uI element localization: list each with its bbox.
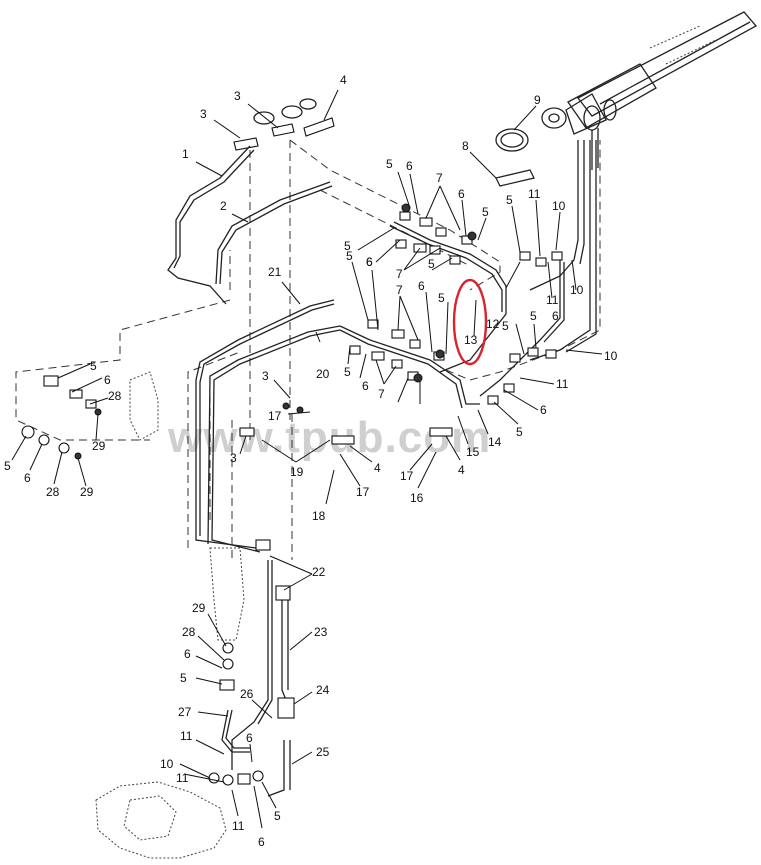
callout-label: 5 xyxy=(482,205,489,219)
callout-label: 6 xyxy=(366,255,373,269)
leader-lines xyxy=(11,89,603,829)
callout-label: 5 xyxy=(386,157,393,171)
callout-label: 13 xyxy=(464,333,478,347)
watermark: www.tpub.com xyxy=(167,413,491,462)
callout-label: 5 xyxy=(4,459,11,473)
hydraulic-tubes xyxy=(95,140,597,859)
callout-label: 4 xyxy=(458,463,465,477)
callout-label: 5 xyxy=(180,671,187,685)
callout-label: 5 xyxy=(506,193,513,207)
callout-label: 5 xyxy=(344,365,351,379)
callout-label: 8 xyxy=(462,139,469,153)
callout-label: 28 xyxy=(108,389,122,403)
callout-label: 10 xyxy=(570,283,584,297)
callout-label: 17 xyxy=(400,469,414,483)
callout-label: 11 xyxy=(180,729,193,743)
callout-label: 9 xyxy=(534,93,541,107)
callout-label: 5 xyxy=(438,291,445,305)
callout-label: 5 xyxy=(346,249,353,263)
callout-label: 21 xyxy=(268,265,282,279)
callout-label: 3 xyxy=(230,451,237,465)
callout-label: 11 xyxy=(232,819,245,833)
callout-label: 6 xyxy=(406,159,413,173)
callout-label: 27 xyxy=(178,705,192,719)
callout-label: 22 xyxy=(312,565,326,579)
callout-label: 15 xyxy=(466,445,480,459)
callout-label: 17 xyxy=(268,409,282,423)
clamp-9 xyxy=(495,128,529,152)
callout-label: 6 xyxy=(24,471,31,485)
callout-label: 18 xyxy=(312,509,326,523)
upper-bracket xyxy=(233,98,335,151)
callout-label: 7 xyxy=(396,283,403,297)
callout-label: 5 xyxy=(516,425,523,439)
callout-label: 25 xyxy=(316,745,330,759)
callout-labels: 1 2 3 3 4 5 6 7 6 5 8 9 5 11 10 5 7 6 5 … xyxy=(4,73,618,849)
callout-label: 10 xyxy=(604,349,618,363)
callout-label: 5 xyxy=(530,309,537,323)
callout-label: 28 xyxy=(46,485,60,499)
callout-label: 7 xyxy=(396,267,403,281)
bracket-8 xyxy=(495,169,535,187)
callout-label: 6 xyxy=(246,731,253,745)
callout-label: 26 xyxy=(240,687,254,701)
callout-label: 6 xyxy=(418,279,425,293)
callout-label: 17 xyxy=(356,485,370,499)
callout-label: 6 xyxy=(362,379,369,393)
callout-label: 3 xyxy=(262,369,269,383)
callout-label: 23 xyxy=(314,625,328,639)
callout-label: 2 xyxy=(220,199,227,213)
callout-label: 3 xyxy=(234,89,241,103)
callout-label: 7 xyxy=(378,387,385,401)
callout-label: 6 xyxy=(104,373,111,387)
callout-label: 11 xyxy=(546,293,559,307)
callout-label: 29 xyxy=(80,485,94,499)
callout-label: 6 xyxy=(540,403,547,417)
callout-label: 19 xyxy=(290,465,304,479)
cylinder-assembly xyxy=(541,11,758,170)
callout-label: 6 xyxy=(184,647,191,661)
callout-label: 5 xyxy=(428,257,435,271)
callout-label: 11 xyxy=(176,771,189,785)
callout-label: 10 xyxy=(552,199,566,213)
callout-label: 4 xyxy=(340,73,347,87)
callout-label: 14 xyxy=(488,435,502,449)
callout-label: 7 xyxy=(436,171,443,185)
callout-label: 6 xyxy=(458,187,465,201)
callout-label: 11 xyxy=(528,187,541,201)
callout-label: 5 xyxy=(90,359,97,373)
callout-label: 6 xyxy=(258,835,265,849)
callout-label: 12 xyxy=(486,317,500,331)
callout-label: 16 xyxy=(410,491,424,505)
highlight-circle xyxy=(452,278,488,366)
callout-label: 20 xyxy=(316,367,330,381)
callout-label: 29 xyxy=(192,601,206,615)
callout-label: 3 xyxy=(200,107,207,121)
callout-label: 4 xyxy=(374,461,381,475)
callout-label: 1 xyxy=(182,147,189,161)
callout-label: 10 xyxy=(160,757,174,771)
callout-label: 11 xyxy=(556,377,569,391)
phantom-frame xyxy=(15,139,601,560)
callout-label: 5 xyxy=(502,319,509,333)
callout-label: 29 xyxy=(92,439,106,453)
callout-label: 5 xyxy=(274,809,281,823)
callout-label: 6 xyxy=(366,255,373,269)
callout-label: 6 xyxy=(552,309,559,323)
callout-label: 5 xyxy=(344,239,351,253)
callout-label: 24 xyxy=(316,683,330,697)
callout-label: 28 xyxy=(182,625,196,639)
